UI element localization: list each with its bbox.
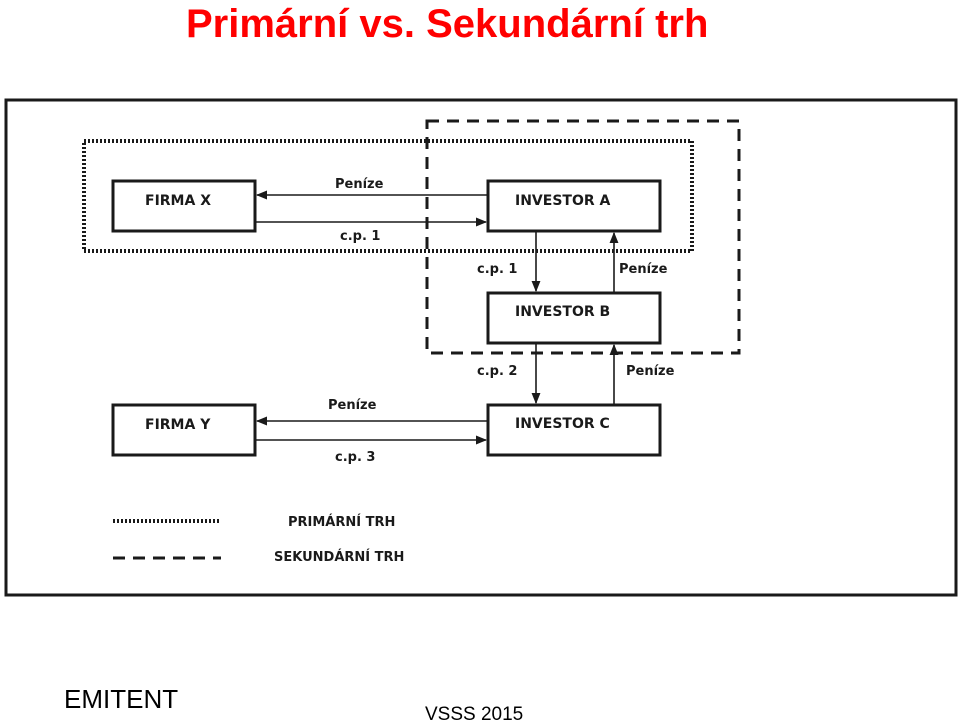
edge-c-to-b-money-label: Peníze bbox=[626, 364, 675, 379]
primary-market-region bbox=[82, 139, 694, 253]
node-firma-y: FIRMA Y bbox=[111, 403, 257, 457]
edge-a-to-b-security-label: c.p. 1 bbox=[477, 262, 517, 277]
diagram-frame bbox=[4, 98, 958, 597]
node-firma-x: FIRMA X bbox=[111, 179, 257, 233]
edge-b-to-a-money-label: Peníze bbox=[619, 262, 668, 277]
secondary-market-region bbox=[425, 119, 741, 355]
node-investor-c-label: INVESTOR C bbox=[515, 416, 610, 432]
edge-b-to-c-security-label: c.p. 2 bbox=[477, 364, 517, 379]
footer-emitent: EMITENT bbox=[64, 684, 179, 714]
edge-c-to-y-money-label: Peníze bbox=[328, 398, 377, 413]
node-investor-b-label: INVESTOR B bbox=[515, 304, 610, 320]
footer-source: VSSS 2015 bbox=[425, 704, 524, 725]
node-investor-c: INVESTOR C bbox=[486, 403, 662, 457]
node-firma-x-label: FIRMA X bbox=[145, 193, 211, 209]
node-investor-a: INVESTOR A bbox=[486, 179, 662, 233]
node-investor-a-label: INVESTOR A bbox=[515, 193, 611, 209]
edge-x-to-a-security-label: c.p. 1 bbox=[340, 229, 380, 244]
node-firma-y-label: FIRMA Y bbox=[145, 417, 211, 433]
edge-a-to-x-money-label: Peníze bbox=[335, 177, 384, 192]
legend-primary-label: PRIMÁRNÍ TRH bbox=[288, 514, 395, 530]
legend-secondary-label: SEKUNDÁRNÍ TRH bbox=[274, 549, 404, 565]
edge-y-to-c-security-label: c.p. 3 bbox=[335, 450, 375, 465]
page-title: Primární vs. Sekundární trh bbox=[186, 2, 709, 46]
node-investor-b: INVESTOR B bbox=[486, 291, 662, 345]
